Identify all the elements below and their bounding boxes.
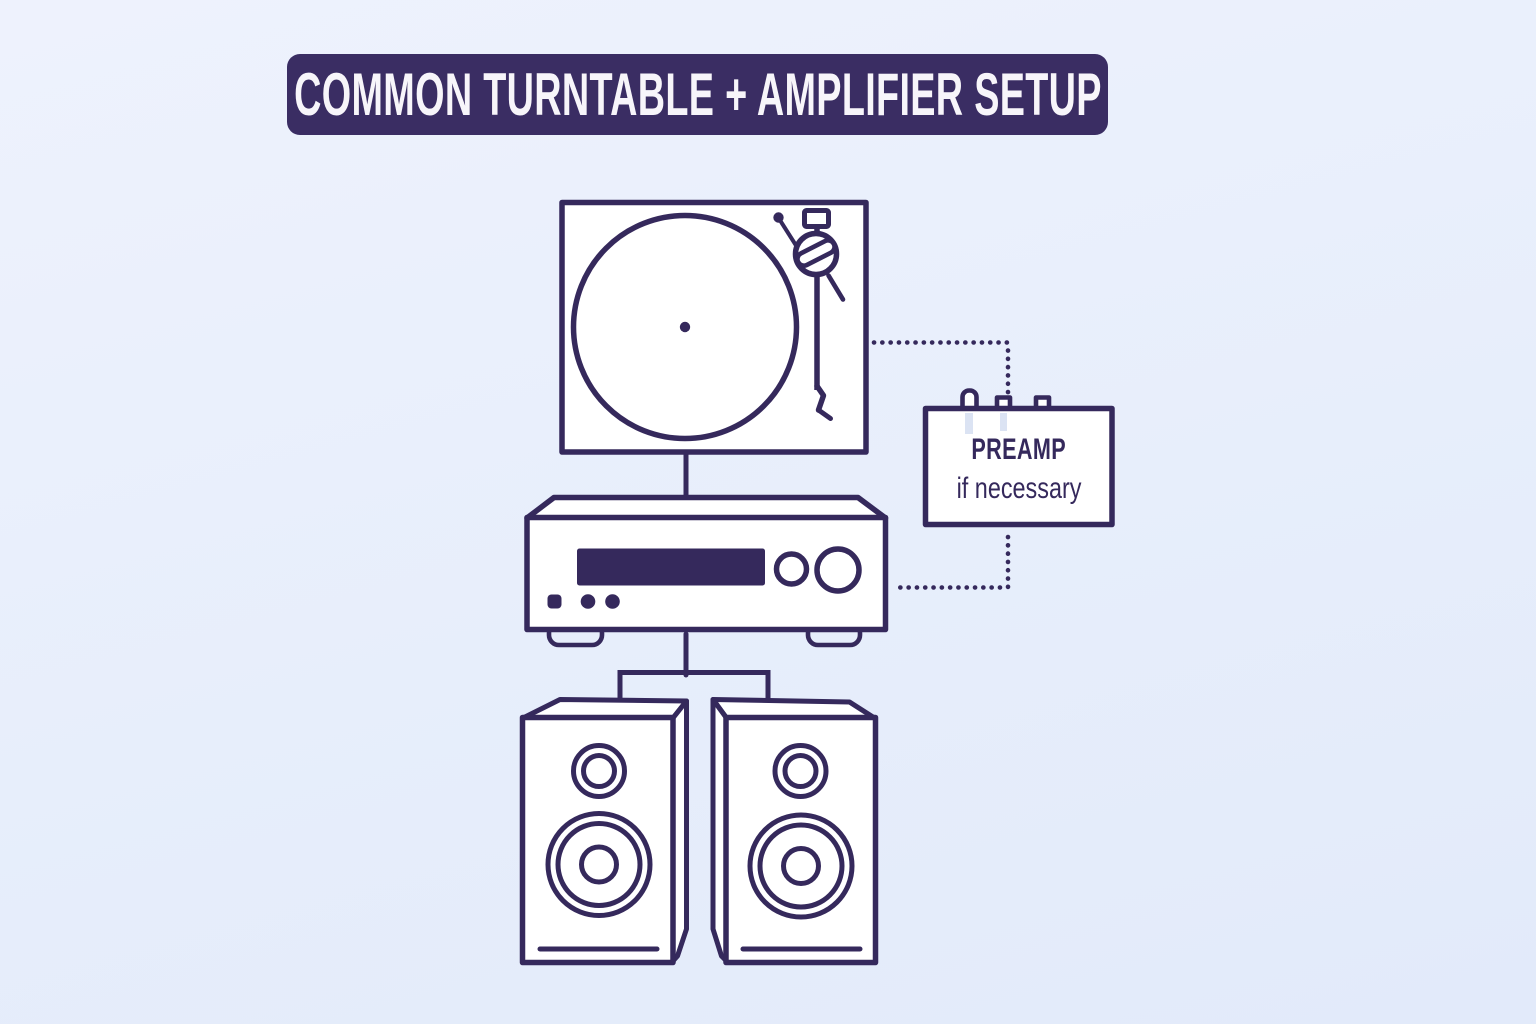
cable-turntable-preamp <box>871 340 1011 402</box>
cable-preamp-amplifier <box>894 534 1011 590</box>
amp-button-dot <box>605 594 620 609</box>
speaker-right-icon <box>710 697 879 966</box>
amp-display <box>577 548 765 586</box>
amp-button-dot <box>580 594 596 609</box>
speaker-woofer <box>545 811 653 918</box>
preamp-plug-shadow <box>1000 413 1007 431</box>
speaker-tweeter <box>772 743 829 799</box>
speaker-left-icon <box>519 697 689 966</box>
tonearm <box>773 208 846 421</box>
speaker-woofer <box>747 812 855 920</box>
amplifier-icon <box>524 494 889 648</box>
amp-knob-small <box>773 551 810 587</box>
tonearm-counterweight <box>802 208 831 229</box>
turntable-icon <box>559 199 869 455</box>
page-title: COMMON TURNTABLE + AMPLIFIER SETUP <box>293 61 1102 128</box>
tonearm-lever <box>795 238 837 268</box>
preamp-body <box>922 405 1115 528</box>
turntable-spindle <box>679 321 691 333</box>
amp-knob-large <box>814 546 862 594</box>
cable-amplifier-speakers <box>617 631 771 707</box>
preamp-box-icon <box>922 388 1115 528</box>
speaker-tweeter <box>571 743 627 799</box>
amp-button-square <box>547 594 562 609</box>
preamp-plug-shadow <box>965 413 973 434</box>
title-banner: COMMON TURNTABLE + AMPLIFIER SETUP <box>287 54 1108 135</box>
